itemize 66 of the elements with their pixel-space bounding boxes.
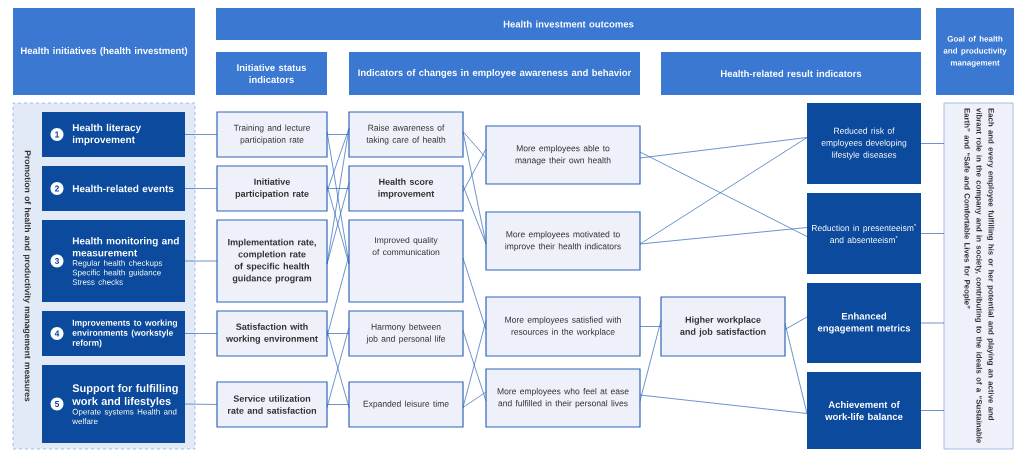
connector-line	[784, 323, 808, 414]
initiative-box: 5 Support for fulfilling work and lifestyles Operate systems Health and welfare	[42, 365, 185, 443]
number-badge: 1	[50, 128, 64, 141]
connector-line	[184, 260, 218, 262]
connector-line	[639, 394, 808, 414]
result-box: Enhanced engagement metrics	[807, 283, 921, 363]
connector-line	[920, 233, 945, 234]
initiative-box: 4 Improvements to working environments (workstyle reform)	[42, 311, 185, 356]
connector-line	[920, 143, 945, 144]
connector-line	[462, 330, 487, 402]
connector-line	[326, 188, 350, 189]
connector-line	[462, 148, 487, 192]
connector-line	[184, 188, 218, 189]
connector-line	[639, 326, 662, 327]
header-box: Goal of health and productivity management	[936, 8, 1014, 95]
connector-line	[920, 410, 945, 411]
connector-line	[639, 227, 808, 245]
header-box: Initiative status indicators	[216, 52, 327, 95]
indicator-box: Improved quality of communication	[348, 219, 464, 303]
indicator-box: Higher workplace and job satisfaction	[660, 296, 786, 357]
indicator-box: Raise awareness of taking care of health	[348, 111, 464, 158]
connector-line	[462, 131, 487, 159]
header-box: Health-related result indicators	[661, 52, 921, 95]
connector-line	[326, 128, 350, 192]
connector-line	[462, 391, 487, 408]
number-badge: 2	[50, 182, 64, 195]
indicator-box: More employees motivated to improve their health indicators	[485, 211, 641, 271]
indicator-box: Satisfaction with working environment	[216, 310, 328, 357]
indicator-box: Initiative participation rate	[216, 165, 328, 212]
initiative-box: 3 Health monitoring and measurement Regular health checkups Specific health guidance Stress checks	[42, 220, 185, 302]
connector-line	[184, 134, 218, 135]
number-badge: 5	[50, 397, 64, 411]
indicator-box: Expanded leisure time	[348, 381, 464, 428]
connector-line	[639, 151, 808, 237]
result-box: Reduction in presenteeism$^{*}$ and absenteeism$^{*}$	[807, 193, 921, 274]
connector-line	[326, 254, 350, 337]
indicator-box: Training and lecture participation rate	[216, 111, 328, 158]
number-badge: 3	[50, 254, 64, 268]
indicator-box: More employees who feel at ease and fulfilled in their personal lives	[485, 368, 641, 428]
indicator-box: Harmony between job and personal life	[348, 310, 464, 357]
result-box: Achievement of work-life balance	[807, 372, 921, 449]
connector-line	[326, 404, 350, 405]
connector-line	[462, 320, 487, 408]
number-badge: 4	[50, 327, 64, 340]
indicator-box: Implementation rate, completion rate of specific health guidance program	[216, 219, 328, 303]
initiative-box: 1 Health literacy improvement	[42, 112, 185, 157]
connector-line	[184, 333, 218, 334]
header-box: Health investment outcomes	[216, 8, 921, 40]
connector-line	[462, 131, 487, 245]
initiative-box: 2 Health-related events	[42, 166, 185, 211]
indicator-box: Service utilization rate and satisfaction	[216, 381, 328, 428]
indicator-box: Health score improvement	[348, 165, 464, 212]
connector-line	[784, 316, 808, 330]
connector-line	[326, 333, 350, 334]
result-box: Reduced risk of employees developing lifestyle diseases	[807, 103, 921, 184]
header-box: Indicators of changes in employee awareness and behavior	[349, 52, 640, 95]
connector-line	[639, 137, 808, 245]
indicator-box: More employees satisfied with resources in the workplace	[485, 296, 641, 357]
indicator-box: More employees able to manage their own health	[485, 125, 641, 185]
connector-line	[639, 137, 808, 159]
header-box: Health initiatives (health investment)	[13, 8, 195, 95]
connector-line	[462, 185, 487, 245]
connector-line	[184, 403, 218, 405]
connector-line	[639, 320, 662, 402]
connector-line	[920, 322, 945, 324]
connector-line	[462, 257, 487, 330]
